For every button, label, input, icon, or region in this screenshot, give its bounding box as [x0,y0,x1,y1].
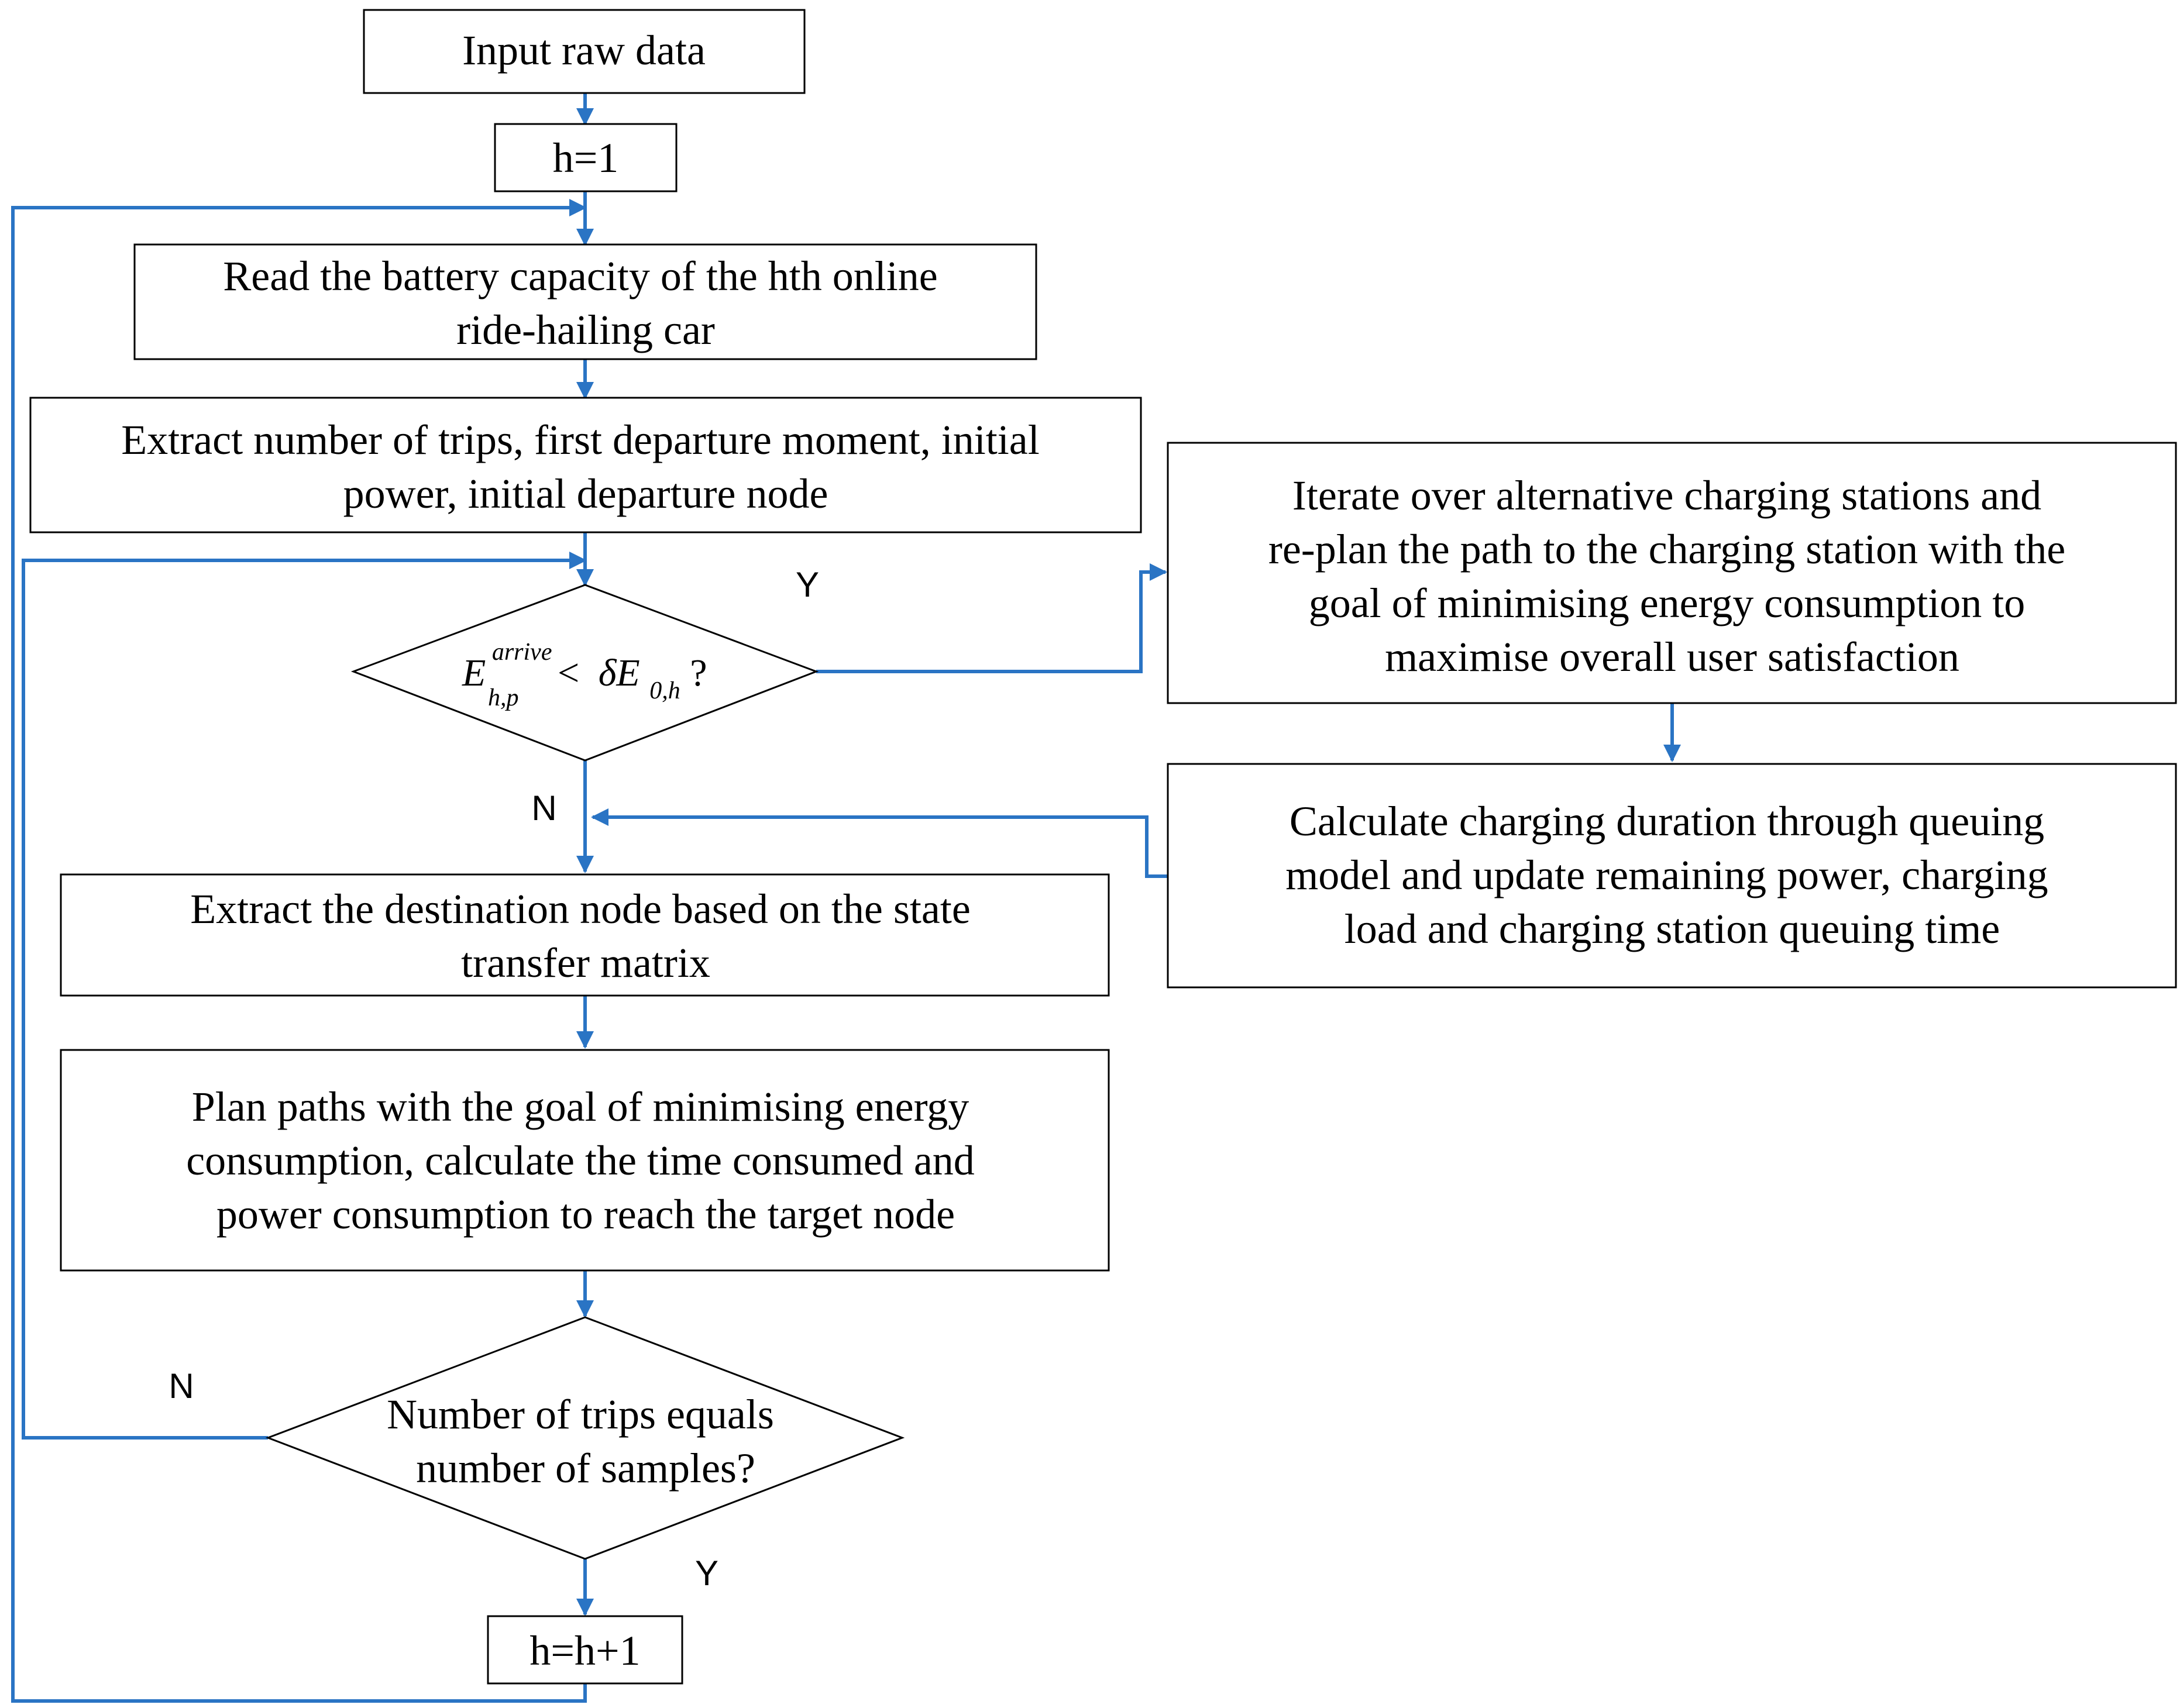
label-no-trips: N [169,1366,194,1406]
label-no-energy: N [531,788,556,828]
h-init-text: h=1 [553,135,619,181]
extract-destination-line-1: Extract the destination node based on th… [190,886,971,932]
connectors [11,94,1681,1703]
arrow-calc-charging-back-to-main [591,808,1168,878]
energy-symbol: E [462,652,486,694]
h-increment-text: h=h+1 [529,1627,640,1674]
arrow-decision-trips-no-loop [22,552,587,1440]
decision-energy-formula: E arrive h,p < δE 0,h ? [462,626,707,714]
read-battery-box [133,243,1037,360]
read-battery-text: Read the battery capacity of the hth onl… [223,253,948,353]
iterate-line-1: Iterate over alternative charging statio… [1292,472,2041,519]
calc-charging-text: Calculate charging duration through queu… [1285,798,2058,952]
delta-energy-symbol: δE [599,652,640,694]
decision-trips-text: Number of trips equals number of samples… [387,1391,785,1492]
iterate-line-3: goal of minimising energy consumption to [1309,580,2026,626]
energy-superscript: arrive [492,639,552,666]
iterate-stations-box [1167,442,2177,704]
plan-paths-line-2: consumption, calculate the time consumed… [186,1137,975,1184]
plan-paths-line-1: Plan paths with the goal of minimising e… [192,1083,969,1130]
calc-charging-line-1: Calculate charging duration through queu… [1290,798,2044,845]
delta-energy-subscript: 0,h [649,677,680,704]
extract-trips-line-2: power, initial departure node [343,470,828,517]
less-than-sign: < [558,652,579,694]
h-init-box [494,123,678,192]
extract-destination-text: Extract the destination node based on th… [190,886,981,986]
iterate-stations-text: Iterate over alternative charging statio… [1268,472,2076,680]
extract-destination-line-2: transfer matrix [461,939,710,986]
arrow-decision-energy-yes-to-iterate [816,563,1167,673]
question-mark: ? [690,652,707,694]
plan-paths-box [60,1049,1110,1272]
calc-charging-line-2: model and update remaining power, chargi… [1285,852,2048,898]
extract-trips-line-1: Extract number of trips, first departure… [121,416,1040,463]
calc-charging-line-3: load and charging station queuing time [1345,905,2000,952]
read-battery-line-1: Read the battery capacity of the hth onl… [223,253,938,299]
label-yes-energy: Y [796,565,819,604]
label-yes-trips: Y [695,1554,718,1593]
input-raw-data-box [363,9,806,94]
decision-energy-diamond [350,584,819,762]
extract-trips-text: Extract number of trips, first departure… [121,416,1050,517]
extract-destination-box [60,873,1110,997]
decision-trips-diamond [265,1316,905,1560]
nodes: Input raw data h=1 Read the battery capa… [29,9,2177,1685]
h-increment-box [487,1615,683,1685]
energy-subscript: h,p [488,684,519,711]
plan-paths-line-3: power consumption to reach the target no… [216,1191,955,1238]
extract-trips-box [29,397,1142,533]
decision-trips-line-1: Number of trips equals [387,1391,774,1438]
arrow-increment-loop-back [11,199,587,1703]
read-battery-line-2: ride-hailing car [456,307,715,353]
decision-trips-line-2: number of samples? [416,1445,755,1492]
branch-labels: Y N N Y [169,565,819,1593]
plan-paths-text: Plan paths with the goal of minimising e… [186,1083,985,1238]
calc-charging-box [1167,763,2177,989]
iterate-line-4: maximise overall user satisfaction [1385,633,1959,680]
iterate-line-2: re-plan the path to the charging station… [1268,526,2065,573]
input-raw-data-text: Input raw data [462,27,706,74]
